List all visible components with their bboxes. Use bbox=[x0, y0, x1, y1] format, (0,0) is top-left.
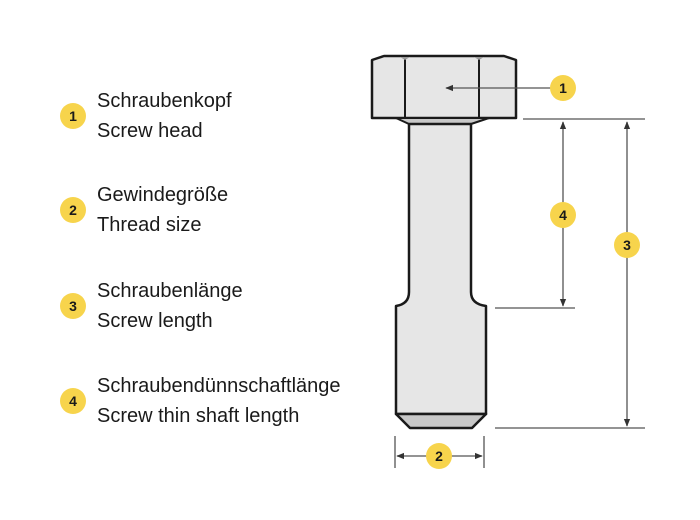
label-english: Screw thin shaft length bbox=[97, 405, 300, 427]
label-english: Screw length bbox=[97, 310, 213, 332]
label-english: Thread size bbox=[97, 214, 202, 236]
label-english: Screw head bbox=[97, 120, 203, 142]
screw-head-shape bbox=[370, 54, 518, 125]
callout-badge-3: 3 bbox=[614, 232, 640, 258]
callout-badge-1: 1 bbox=[550, 75, 576, 101]
number-badge: 1 bbox=[60, 103, 86, 129]
number-badge: 4 bbox=[60, 388, 86, 414]
label-german: Schraubenlänge bbox=[97, 280, 243, 302]
callout-badge-2: 2 bbox=[426, 443, 452, 469]
number-badge: 2 bbox=[60, 197, 86, 223]
legend-item-thin-shaft-length: 4 Schraubendünnschaftlänge Screw thin sh… bbox=[60, 369, 380, 439]
label-german: Schraubendünnschaftlänge bbox=[97, 375, 341, 397]
label-german: Gewindegröße bbox=[97, 184, 229, 206]
thin-shaft-shape bbox=[394, 122, 488, 430]
label-german: Schraubenkopf bbox=[97, 90, 232, 112]
legend-item-screw-length: 3 Schraubenlänge Screw length bbox=[60, 274, 380, 344]
callout-badge-4: 4 bbox=[550, 202, 576, 228]
legend-item-screw-head: 1 Schraubenkopf Screw head bbox=[60, 84, 380, 154]
legend-item-thread-size: 2 Gewindegröße Thread size bbox=[60, 178, 380, 248]
number-badge: 3 bbox=[60, 293, 86, 319]
